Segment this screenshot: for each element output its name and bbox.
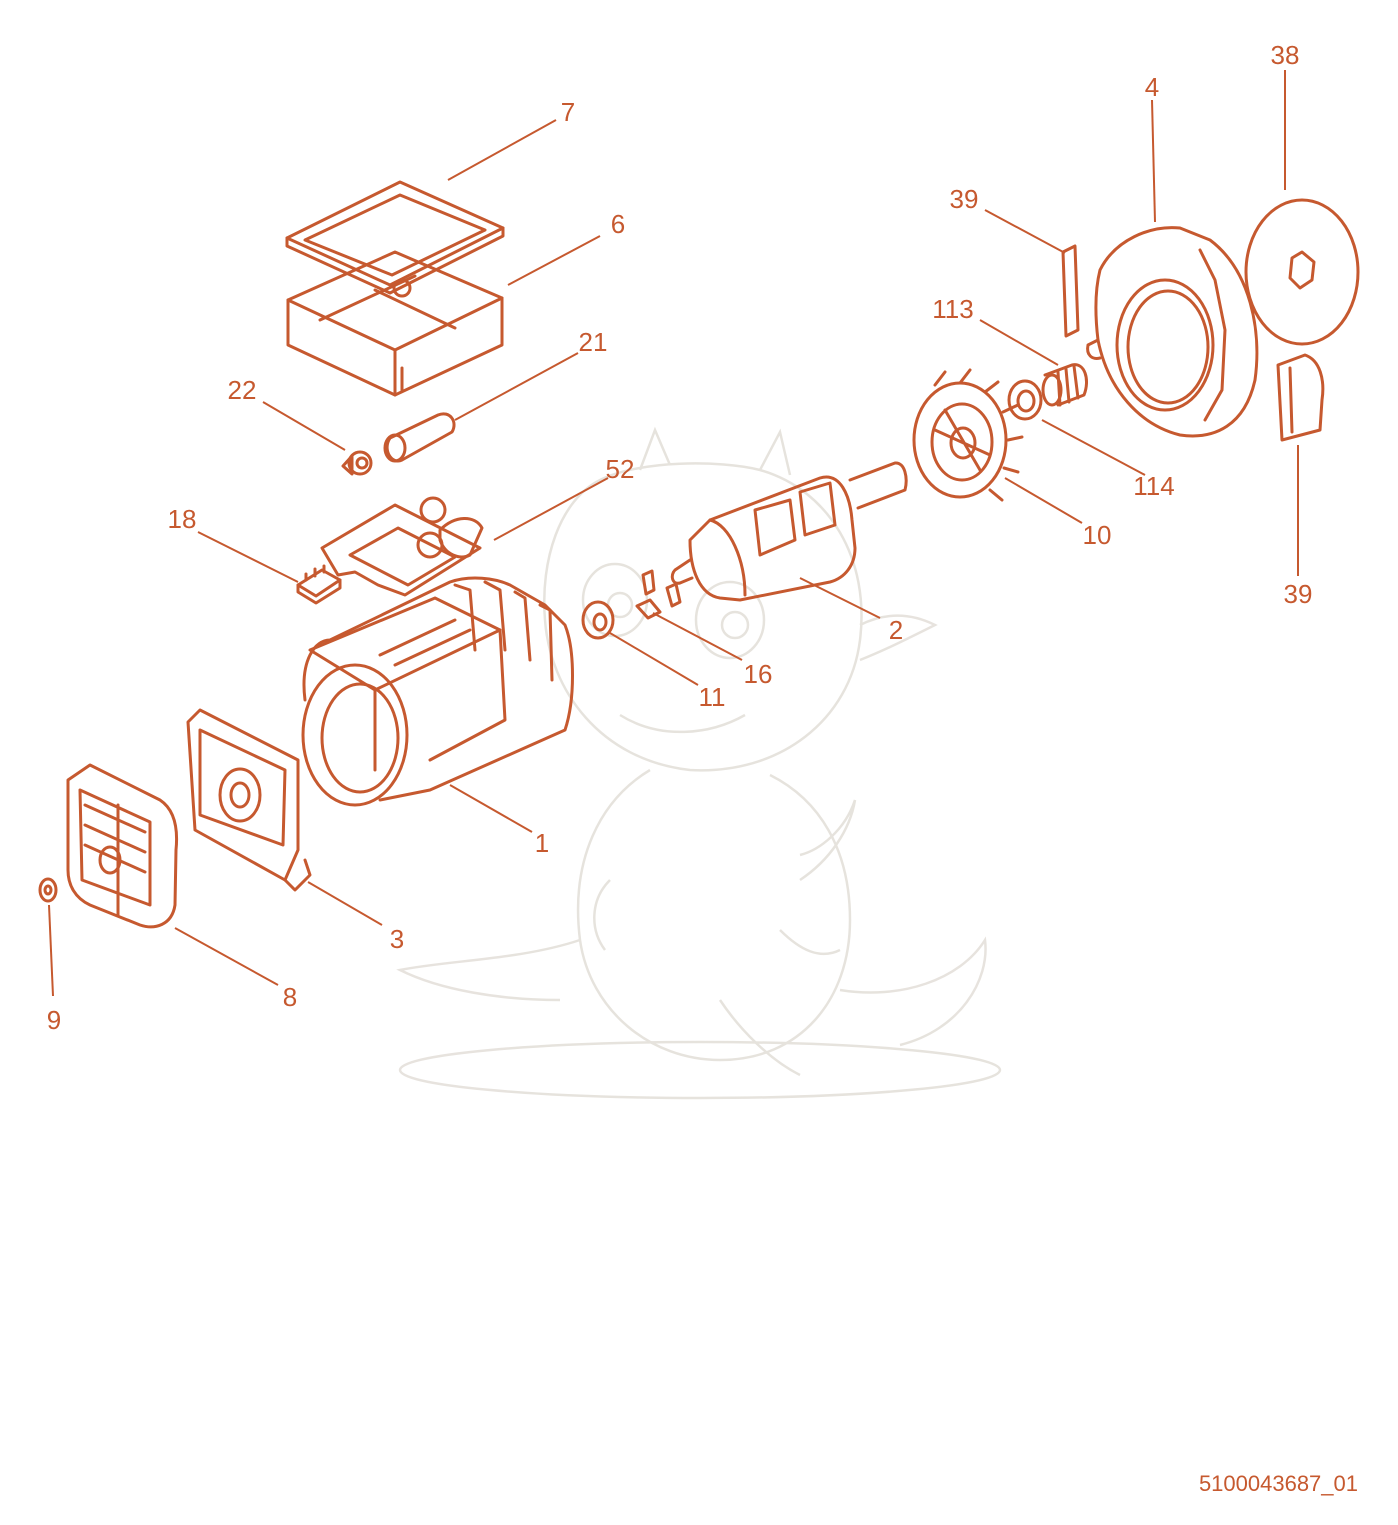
rear-shield-icon [1086, 226, 1259, 438]
spring-icon [1041, 363, 1088, 407]
leader-9 [48, 904, 54, 997]
callout-18: 18 [168, 504, 197, 534]
callout-2: 2 [889, 615, 903, 645]
bearing-ring-icon [581, 600, 615, 640]
callout-7: 7 [561, 97, 575, 127]
callout-114: 114 [1133, 471, 1174, 501]
leader-2 [799, 577, 881, 619]
terminal-block-icon [296, 564, 342, 605]
front-shield-icon [186, 708, 312, 892]
leader-7 [447, 119, 557, 181]
leader-113 [979, 319, 1059, 366]
callout-22: 22 [228, 375, 257, 405]
stator-housing-icon [301, 576, 574, 807]
callout-39-bottom: 39 [1284, 579, 1313, 609]
knob-icon [38, 877, 58, 903]
callout-16: 16 [744, 659, 773, 689]
callout-52: 52 [606, 454, 635, 484]
leader-22 [262, 401, 346, 451]
leader-1 [449, 784, 533, 833]
rotor-icon [670, 461, 908, 602]
leader-39-top [984, 209, 1066, 254]
callout-1: 1 [535, 828, 549, 858]
leader-8 [174, 927, 279, 986]
leader-6 [507, 235, 601, 286]
callout-113: 113 [932, 294, 973, 324]
callout-38: 38 [1271, 40, 1300, 70]
leader-4 [1151, 99, 1156, 223]
diode-icon [635, 569, 682, 620]
leader-21 [454, 352, 579, 421]
leader-11 [609, 632, 699, 686]
callout-11: 11 [699, 682, 726, 712]
callout-8: 8 [283, 982, 297, 1012]
document-id: 5100043687_01 [1198, 1471, 1358, 1496]
dragon-mascot-icon [396, 426, 1002, 1100]
cable-gland-icon [341, 450, 373, 476]
callout-10: 10 [1083, 520, 1112, 550]
cover-plate-icon [1244, 198, 1360, 346]
callout-3: 3 [390, 924, 404, 954]
gasket-icon [1061, 244, 1080, 338]
callout-4: 4 [1145, 72, 1159, 102]
terminal-box-icon [286, 250, 504, 397]
bearing-icon [1007, 379, 1043, 421]
callout-21: 21 [579, 327, 608, 357]
leader-16 [652, 612, 743, 661]
leader-18 [197, 531, 299, 583]
regulator-board-icon [320, 496, 484, 597]
callout-6: 6 [611, 209, 625, 239]
callout-39-top: 39 [950, 184, 979, 214]
leader-52 [493, 477, 609, 541]
fan-cover-icon [66, 763, 179, 929]
leader-114 [1041, 419, 1146, 476]
callout-9: 9 [47, 1005, 61, 1035]
leader-10 [1004, 477, 1083, 524]
fan-icon [912, 368, 1024, 502]
capacitor-icon [383, 412, 456, 463]
gasket-icon [1276, 353, 1325, 442]
leader-3 [307, 881, 383, 926]
terminal-box-lid-icon [285, 180, 505, 295]
